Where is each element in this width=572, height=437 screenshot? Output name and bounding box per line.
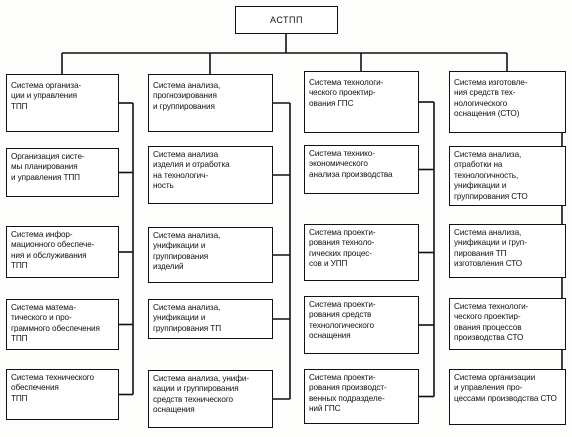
column-3-item-2: Система проекти- рования техноло- гическ…: [304, 224, 419, 281]
column-3-item-4: Система проекти- рования производст- вен…: [304, 369, 419, 424]
column-3-item-3: Система проекти- рования средств техноло…: [304, 296, 419, 354]
column-1-item-1: Организация систе- мы планирования и упр…: [6, 148, 119, 197]
column-2-item-2: Система анализа, унификации и группирова…: [148, 227, 273, 283]
column-2-item-3: Система анализа, унификации и группирова…: [148, 299, 273, 339]
column-4-item-4: Система организации и управления про- це…: [449, 369, 566, 425]
column-4-header: Система изготовле- ния средств тех- ноло…: [449, 71, 566, 133]
column-1-item-4: Система технического обеспечения ТПП: [6, 369, 119, 420]
column-2-header: Система анализа, прогнозирования и групп…: [148, 74, 273, 132]
column-4-item-1: Система анализа, отработки на технологич…: [449, 146, 566, 206]
column-1-item-2: Система инфор- мационного обеспече- ния …: [6, 226, 119, 278]
column-3-item-1: Система технико- экономического анализа …: [304, 145, 419, 194]
column-4-item-3: Система технологи- ческого проектир- ова…: [449, 298, 566, 350]
column-4-item-2: Система анализа, унификации и груп- пиро…: [449, 224, 566, 278]
column-2-item-4: Система анализа, унифи- кации и группиро…: [148, 370, 273, 428]
column-1-header: Система организа- ции и управления ТПП: [6, 74, 119, 132]
column-1-item-3: Система матема- тического и про- граммно…: [6, 299, 119, 350]
column-2-item-1: Система анализа изделия и отработка на т…: [148, 146, 273, 204]
root-node: АСТПП: [235, 6, 338, 34]
column-3-header: Система технологи- ческого проектир- ова…: [304, 71, 419, 133]
